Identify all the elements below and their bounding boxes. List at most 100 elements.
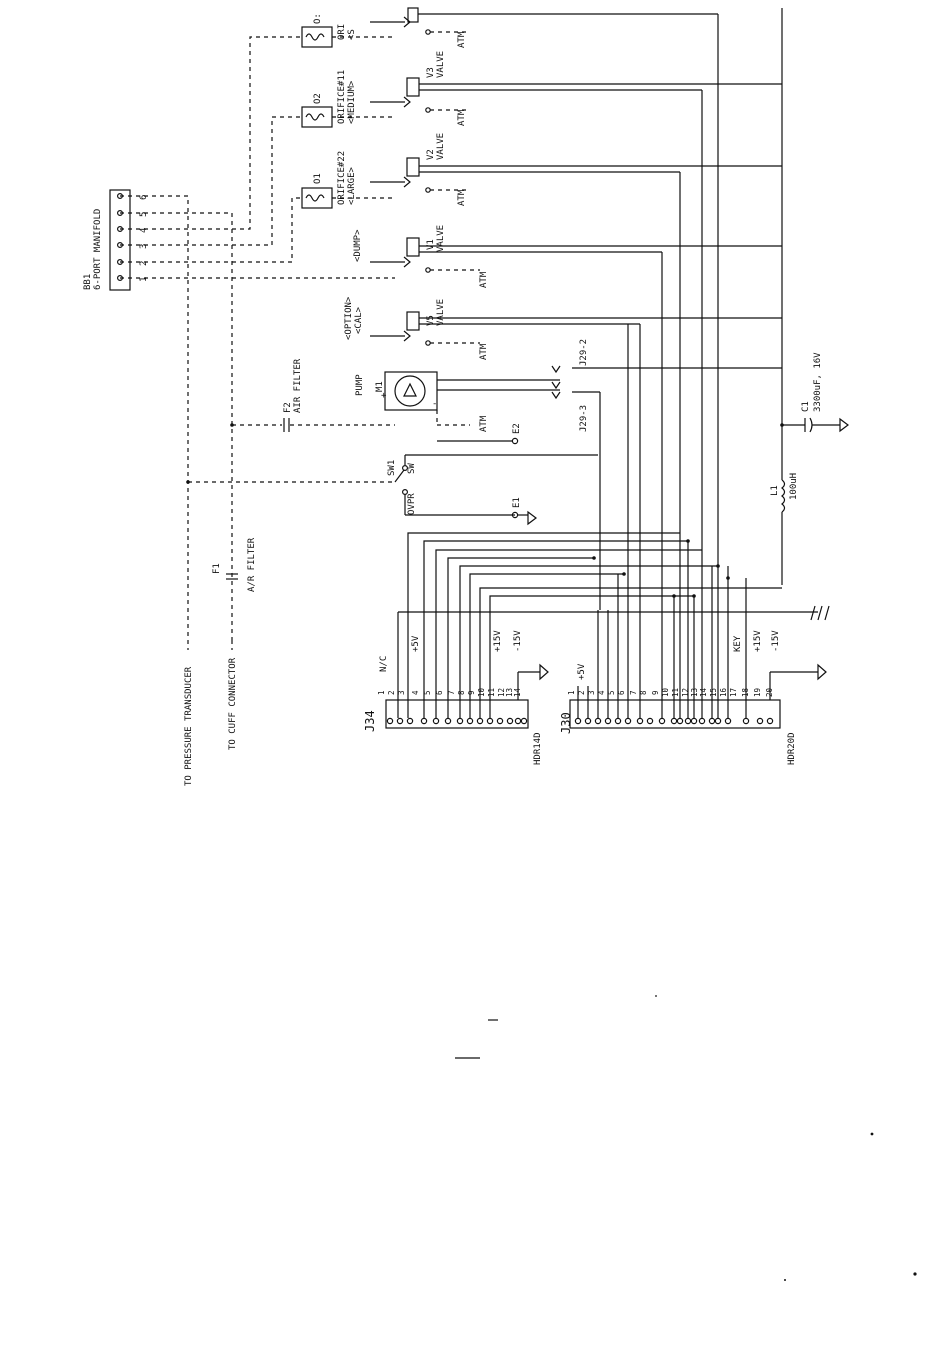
j34-pin-4: 4 xyxy=(411,690,420,695)
j30-pin-3: 3 xyxy=(587,690,596,695)
orifice-o2: O2 ORIFICE#11 <MEDIUM> xyxy=(301,70,395,128)
j34-pin-9: 9 xyxy=(467,690,476,695)
orifice-o2-ref: O2 xyxy=(313,93,323,104)
j34-ref: J34 xyxy=(363,710,377,732)
header-j34: 1 2 3 4 5 6 7 8 9 10 11 12 13 14 J34 HDR… xyxy=(363,630,549,765)
j30-pin-7: 7 xyxy=(629,690,638,695)
valve-v1-ref: V1 xyxy=(426,239,436,250)
valve-v2-ref: V2 xyxy=(426,149,436,160)
j34-pin-11: 11 xyxy=(487,688,496,697)
valve-v3-atm: ATM xyxy=(457,109,467,126)
j30-pin-16: 16 xyxy=(719,687,728,697)
j30-p5: +5V xyxy=(577,663,587,680)
j30-pins xyxy=(574,717,774,725)
j34-part: HDR14D xyxy=(533,732,543,765)
manifold-port-4: 4 xyxy=(139,228,149,233)
pump-minus: - xyxy=(432,399,437,409)
j30-m15: -15V xyxy=(771,630,781,652)
j30-pin-10: 10 xyxy=(661,687,670,697)
capacitor-ref: C1 xyxy=(801,401,811,412)
manifold-port-1: 1 xyxy=(139,277,149,282)
orifice-o3-size: <S xyxy=(347,29,357,40)
j30-key: KEY xyxy=(733,635,743,652)
j30-pin-12: 12 xyxy=(681,688,690,697)
j34-pin-12: 12 xyxy=(497,688,506,697)
jumper-j29: J29-2 J29-3 xyxy=(551,339,782,610)
test-point-e2: E2 xyxy=(437,423,522,445)
j34-pin-2: 2 xyxy=(387,690,396,695)
air-filter-f2-ref: F2 xyxy=(283,402,293,413)
j30-pin-1: 1 xyxy=(567,690,576,695)
valve-v5: V5 VALVE <OPTION> <CAL> ATM xyxy=(344,296,782,360)
valve-v2-atm: ATM xyxy=(457,189,467,206)
j30-pin-4: 4 xyxy=(597,690,606,695)
j34-pin-5: 5 xyxy=(423,690,432,695)
pump-title: PUMP xyxy=(355,374,365,396)
test-point-e1-label: E1 xyxy=(512,497,522,508)
j30-pin-9: 9 xyxy=(651,690,660,695)
orifice-o3-ref: O: xyxy=(313,13,323,24)
air-filter-f2: F2 AIR FILTER xyxy=(283,358,303,432)
pneumatic-lines xyxy=(120,36,395,640)
j34-pin-3: 3 xyxy=(397,690,406,695)
jumper-j29-2: J29-2 xyxy=(579,339,589,366)
j30-pin-8: 8 xyxy=(639,690,648,695)
pump-m1: PUMP M1 + - ATM xyxy=(355,371,560,432)
pump-ref: M1 xyxy=(375,381,385,392)
valve-v1-label: VALVE xyxy=(436,225,446,252)
switch-sw1: SW1 SW OVPR xyxy=(387,454,598,516)
air-filter-f2-label: AIR FILTER xyxy=(293,358,303,413)
manifold-port-6: 6 xyxy=(139,195,149,200)
j34-pin-6: 6 xyxy=(435,690,444,695)
scan-artifacts xyxy=(455,995,917,1281)
orifice-o2-label: ORIFICE#11 xyxy=(337,70,347,124)
switch-ovpr: OVPR xyxy=(407,493,417,515)
valve-s-atm: ATM xyxy=(457,31,467,48)
j34-nc: N/C xyxy=(379,656,389,672)
test-point-e2-label: E2 xyxy=(512,423,522,434)
orifice-o1-size: <LARGE> xyxy=(347,166,357,205)
test-point-e1: E1 xyxy=(511,497,537,526)
air-filter-f1: F1 A/R FILTER xyxy=(212,537,257,592)
air-filter-f1-ref: F1 xyxy=(212,563,222,574)
valve-v3-label: VALVE xyxy=(436,51,446,78)
pump-plus: + xyxy=(381,391,387,401)
j34-pin-7: 7 xyxy=(447,690,456,695)
pump-atm: ATM xyxy=(479,415,489,432)
manifold-bb1: 1 2 3 4 5 6 BB1 6-PORT MANIFOLD xyxy=(83,189,149,291)
to-cuff-connector: TO CUFF CONNECTOR xyxy=(228,657,238,750)
valve-v1: V1 VALVE <DUMP> ATM xyxy=(353,225,782,288)
header-j30: 1 2 3 4 5 6 7 8 9 10 11 12 13 14 15 16 1… xyxy=(559,630,827,765)
air-filter-f1-label: A/R FILTER xyxy=(247,537,257,592)
valve-v3-ref: V3 xyxy=(426,67,436,78)
jumper-j29-3: J29-3 xyxy=(579,405,589,432)
destinations: TO PRESSURE TRANSDUCER TO CUFF CONNECTOR xyxy=(184,640,238,786)
j30-pin-6: 6 xyxy=(617,690,626,695)
j30-pin-18: 18 xyxy=(741,687,750,697)
switch-sw: SW xyxy=(407,463,417,474)
valve-v2: V2 VALVE ATM xyxy=(370,133,782,206)
j34-pin-13: 13 xyxy=(505,688,514,697)
valve-v5-atm: ATM xyxy=(479,343,489,360)
inductor-ref: L1 xyxy=(770,485,780,496)
power-rail: C1 3300uF, 16V L1 100uH xyxy=(770,8,849,585)
manifold-port-5: 5 xyxy=(139,212,149,217)
orifice-o3-label: ORI xyxy=(337,24,347,40)
orifice-o2-size: <MEDIUM> xyxy=(347,80,357,124)
j34-pins xyxy=(386,717,528,725)
j30-pin-2: 2 xyxy=(577,690,586,695)
capacitor-value: 3300uF, 16V xyxy=(813,352,823,412)
valve-v5-label: VALVE xyxy=(436,299,446,326)
j34-p15: +15V xyxy=(493,630,503,652)
manifold-name: 6-PORT MANIFOLD xyxy=(93,209,103,290)
valve-v5-tag: <OPTION> xyxy=(344,296,354,340)
manifold-port-3: 3 xyxy=(139,244,149,249)
j30-pin-14: 14 xyxy=(699,687,708,697)
orifice-o1-ref: O1 xyxy=(313,173,323,184)
orifice-o3: O: ORI <S xyxy=(301,13,395,48)
j30-ref: J30 xyxy=(559,712,573,734)
inductor-value: 100uH xyxy=(789,473,799,500)
j30-pin-17: 17 xyxy=(729,688,738,697)
